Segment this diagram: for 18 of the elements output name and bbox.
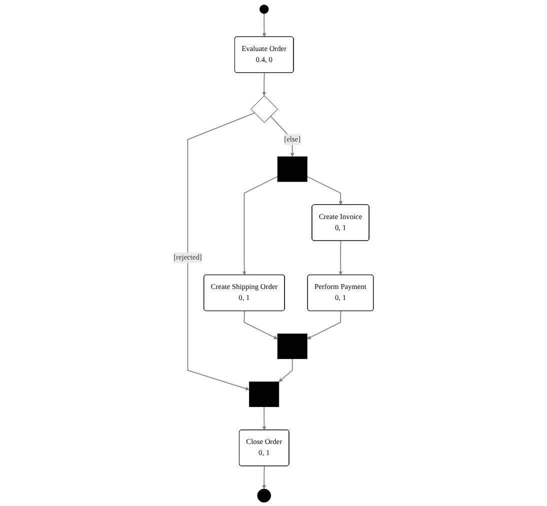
arrow [338,240,343,276]
arrow [306,310,342,340]
arrow [262,406,266,430]
node-circle [257,488,272,503]
arrow [262,466,266,490]
arrow [306,176,343,206]
arrow [242,176,278,276]
arrow [262,13,266,38]
arrow [244,310,278,340]
arrow [278,358,293,382]
node-bar [249,382,280,408]
node-bar [277,156,308,182]
arrow [187,112,256,391]
node-circle [260,4,269,14]
node-bar [277,334,308,360]
arrow [270,116,294,157]
arrow [262,72,266,96]
node-diamond [250,96,278,123]
